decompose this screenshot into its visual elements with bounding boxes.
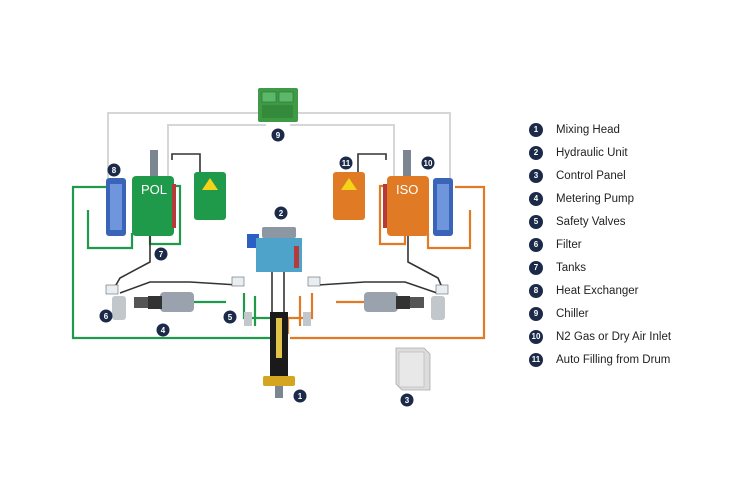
mixing-head <box>263 312 295 398</box>
number-badge: 3 <box>529 168 543 183</box>
component-legend: 1 Mixing Head 2 Hydraulic Unit 3 Control Pa… <box>529 118 671 371</box>
legend-item: 5 Safety Valves <box>529 210 671 233</box>
legend-item: 8 Heat Exchanger <box>529 279 671 302</box>
legend-label: Mixing Head <box>556 123 620 136</box>
callout-1: 1 <box>293 389 307 403</box>
iso-tank <box>383 150 429 236</box>
pol-tank-label: POL <box>141 182 167 197</box>
number-badge: 7 <box>529 260 543 275</box>
pol-tank <box>132 150 176 236</box>
svg-text:7: 7 <box>159 250 164 259</box>
callout-6: 6 <box>99 309 113 323</box>
legend-label: Chiller <box>556 307 589 320</box>
number-badge: 8 <box>529 283 543 298</box>
legend-label: Tanks <box>556 261 587 274</box>
iso-fill-drum <box>333 172 365 220</box>
number-badge: 6 <box>529 237 543 252</box>
callout-11: 11 <box>339 156 353 170</box>
legend-item: 10 N2 Gas or Dry Air Inlet <box>529 325 671 348</box>
svg-text:11: 11 <box>342 159 351 168</box>
legend-item: 6 Filter <box>529 233 671 256</box>
legend-item: 1 Mixing Head <box>529 118 671 141</box>
legend-label: Heat Exchanger <box>556 284 639 297</box>
svg-text:4: 4 <box>161 326 166 335</box>
chiller-lines <box>107 112 451 180</box>
metering-pump-iso <box>364 292 424 312</box>
heat-exchanger-pol <box>106 178 126 236</box>
svg-text:9: 9 <box>276 131 281 140</box>
legend-label: N2 Gas or Dry Air Inlet <box>556 330 672 343</box>
legend-label: Auto Filling from Drum <box>556 353 671 366</box>
callout-4: 4 <box>156 323 170 337</box>
callout-8: 8 <box>107 163 121 177</box>
legend-label: Metering Pump <box>556 192 634 205</box>
legend-label: Filter <box>556 238 582 251</box>
control-panel <box>395 347 431 391</box>
callout-10: 10 <box>421 156 435 170</box>
number-badge: 11 <box>529 352 543 367</box>
number-badge: 1 <box>529 122 543 137</box>
legend-item: 2 Hydraulic Unit <box>529 141 671 164</box>
legend-item: 4 Metering Pump <box>529 187 671 210</box>
feed-hoses <box>111 153 445 312</box>
legend-label: Hydraulic Unit <box>556 146 628 159</box>
svg-text:5: 5 <box>228 313 233 322</box>
svg-text:10: 10 <box>424 159 433 168</box>
svg-text:1: 1 <box>298 392 303 401</box>
callout-9: 9 <box>271 128 285 142</box>
number-badge: 2 <box>529 145 543 160</box>
heat-exchanger-iso <box>433 178 453 236</box>
callout-2: 2 <box>274 206 288 220</box>
callout-5: 5 <box>223 310 237 324</box>
svg-text:8: 8 <box>112 166 117 175</box>
safety-valves <box>231 276 321 326</box>
chiller-unit <box>258 88 298 122</box>
legend-label: Control Panel <box>556 169 626 182</box>
legend-item: 11 Auto Filling from Drum <box>529 348 671 371</box>
legend-item: 7 Tanks <box>529 256 671 279</box>
legend-label: Safety Valves <box>556 215 626 228</box>
legend-item: 3 Control Panel <box>529 164 671 187</box>
number-badge: 4 <box>529 191 543 206</box>
svg-text:6: 6 <box>104 312 109 321</box>
filter-pol <box>105 284 126 320</box>
callout-7: 7 <box>154 247 168 261</box>
filter-iso <box>431 284 449 320</box>
metering-pump-pol <box>134 292 194 312</box>
iso-tank-label: ISO <box>396 182 418 197</box>
number-badge: 5 <box>529 214 543 229</box>
pol-fill-drum <box>194 172 226 220</box>
callout-3: 3 <box>400 393 414 407</box>
number-badge: 9 <box>529 306 543 321</box>
number-badge: 10 <box>529 329 543 344</box>
svg-text:3: 3 <box>405 396 410 405</box>
legend-item: 9 Chiller <box>529 302 671 325</box>
hydraulic-unit <box>247 227 302 272</box>
svg-text:2: 2 <box>279 209 284 218</box>
